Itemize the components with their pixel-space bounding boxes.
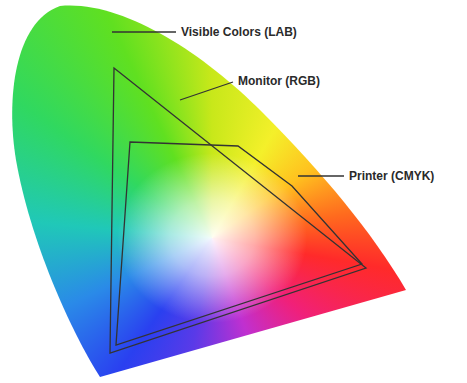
leader-line bbox=[180, 82, 233, 100]
rgb-gamut-triangle bbox=[110, 68, 366, 353]
leader-line bbox=[112, 31, 176, 32]
leader-line bbox=[298, 175, 344, 176]
leader-label: Monitor (RGB) bbox=[238, 74, 320, 88]
cmyk-gamut-outline bbox=[116, 142, 362, 345]
leader-label: Printer (CMYK) bbox=[349, 169, 434, 183]
leader-label: Visible Colors (LAB) bbox=[181, 25, 297, 39]
